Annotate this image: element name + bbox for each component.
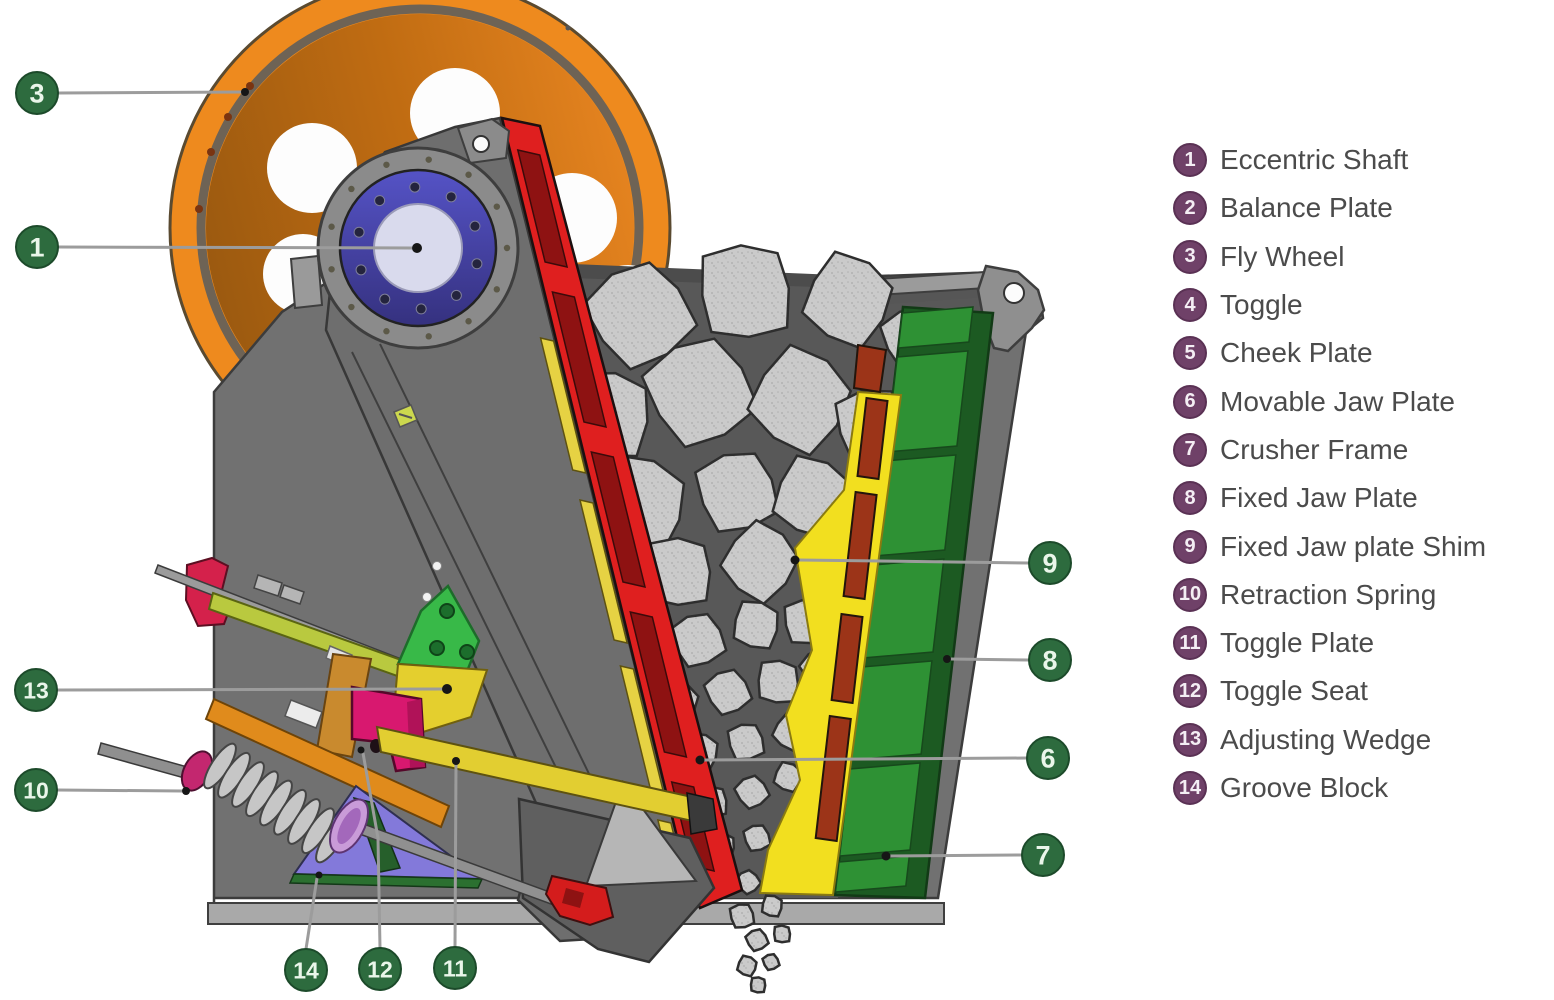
legend-label: Adjusting Wedge [1220, 723, 1432, 755]
legend-badge-1: 1 [1173, 143, 1207, 178]
legend-label: Cheek Plate [1220, 337, 1373, 369]
legend-item-14: 14 Groove Block [1173, 764, 1486, 812]
svg-text:8: 8 [1042, 646, 1057, 676]
legend-label: Toggle [1220, 289, 1303, 321]
fixed-jaw-plate [833, 305, 995, 900]
legend-badge-11: 11 [1173, 626, 1207, 661]
toggle-plate [375, 725, 718, 835]
legend-label: Eccentric Shaft [1220, 144, 1409, 176]
svg-text:13: 13 [23, 677, 49, 703]
callout-14: 14 [284, 871, 328, 992]
callout-11: 11 [433, 757, 477, 990]
svg-text:14: 14 [293, 957, 319, 983]
legend-item-10: 10 Retraction Spring [1173, 571, 1486, 619]
legend-label: Movable Jaw Plate [1220, 385, 1456, 417]
legend-label: Fixed Jaw plate Shim [1220, 530, 1487, 562]
legend-item-12: 12 Toggle Seat [1173, 667, 1486, 715]
legend-badge-13: 13 [1173, 722, 1207, 757]
reference-speck [565, 25, 571, 31]
svg-text:10: 10 [23, 777, 49, 803]
legend-item-1: 1 Eccentric Shaft [1173, 136, 1486, 184]
legend-label: Crusher Frame [1220, 433, 1409, 465]
callout-7: 7 [881, 833, 1065, 877]
legend-item-7: 7 Crusher Frame [1173, 426, 1486, 474]
legend-item-3: 3 Fly Wheel [1173, 233, 1486, 281]
svg-text:7: 7 [1035, 841, 1050, 871]
callout-8: 8 [943, 638, 1072, 682]
legend-label: Balance Plate [1220, 192, 1393, 224]
legend: 1 Eccentric Shaft 2 Balance Plate 3 Fly Whe… [1173, 136, 1486, 812]
pitman-bottom [517, 779, 716, 964]
callout-13: 13 [14, 668, 452, 712]
callout-12: 12 [357, 746, 402, 991]
legend-item-11: 11 Toggle Plate [1173, 619, 1486, 667]
legend-item-9: 9 Fixed Jaw plate Shim [1173, 522, 1486, 570]
callout-9: 9 [790, 541, 1072, 585]
legend-badge-10: 10 [1173, 577, 1207, 612]
flywheel-bolts [195, 82, 254, 213]
legend-item-2: 2 Balance Plate [1173, 184, 1486, 232]
fixed-jaw-shim [758, 343, 903, 897]
legend-label: Groove Block [1220, 772, 1389, 803]
callout-3: 3 [15, 71, 249, 115]
legend-badge-7: 7 [1173, 432, 1207, 467]
legend-badge-9: 9 [1173, 529, 1207, 564]
svg-text:3: 3 [29, 79, 44, 109]
legend-label: Retraction Spring [1220, 578, 1437, 610]
svg-text:6: 6 [1040, 744, 1055, 774]
frame-bolt-details [393, 404, 442, 602]
legend-item-8: 8 Fixed Jaw Plate [1173, 474, 1486, 522]
bracket-hole [1003, 282, 1025, 304]
svg-text:11: 11 [443, 955, 468, 981]
svg-text:12: 12 [367, 956, 393, 982]
pitman-top-bracket [456, 117, 511, 165]
legend-badge-3: 3 [1173, 239, 1207, 274]
legend-badge-12: 12 [1173, 674, 1207, 709]
support-bar-orange [204, 697, 451, 829]
hub-side-tab [289, 254, 324, 310]
legend-badge-5: 5 [1173, 336, 1207, 371]
spring-rod [97, 742, 192, 780]
callout-6: 6 [695, 736, 1070, 780]
legend-item-6: 6 Movable Jaw Plate [1173, 377, 1486, 425]
legend-label: Toggle Plate [1220, 627, 1375, 659]
frame-bracket [976, 264, 1046, 353]
legend-label: Fly Wheel [1220, 240, 1345, 272]
callouts: 3 1 13 10 14 12 11 9 8 6 7 [14, 71, 1072, 992]
legend-label: Fixed Jaw Plate [1220, 482, 1418, 514]
legend-item-13: 13 Adjusting Wedge [1173, 716, 1486, 764]
callout-10: 10 [14, 768, 190, 812]
legend-badge-2: 2 [1173, 191, 1207, 226]
legend-badge-4: 4 [1173, 288, 1207, 323]
legend-item-5: 5 Cheek Plate [1173, 329, 1486, 377]
legend-label: Toggle Seat [1220, 675, 1368, 707]
svg-text:1: 1 [29, 233, 44, 263]
legend-badge-6: 6 [1173, 384, 1207, 419]
legend-badge-14: 14 [1173, 771, 1207, 805]
legend-item-4: 4 Toggle [1173, 281, 1486, 329]
legend-badge-8: 8 [1173, 481, 1207, 516]
callout-1: 1 [15, 225, 422, 269]
seat-support [315, 652, 373, 759]
svg-text:9: 9 [1042, 549, 1057, 579]
